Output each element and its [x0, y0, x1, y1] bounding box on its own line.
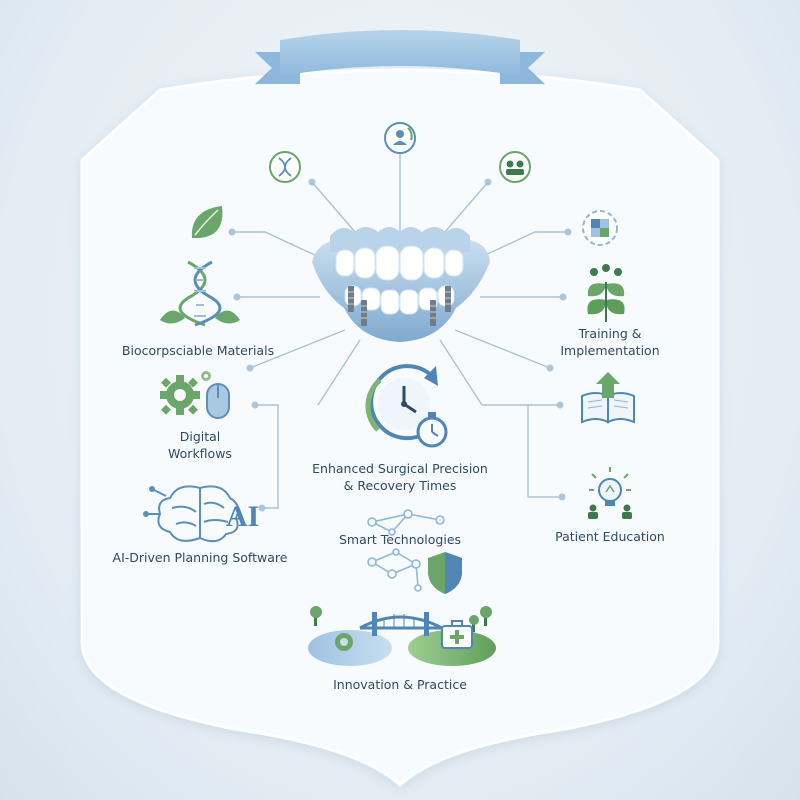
enhanced-line-2: & Recovery Times: [343, 478, 457, 493]
training-line-2: Implementation: [560, 343, 660, 358]
network-icon: [367, 509, 445, 592]
label-enhanced-precision: Enhanced Surgical Precision & Recovery T…: [310, 460, 490, 494]
mouse-icon: [206, 383, 230, 419]
training-line-1: Training &: [578, 326, 642, 341]
island-gear-icon: [335, 633, 353, 651]
ai-planning-text: AI-Driven Planning Software: [112, 550, 288, 565]
label-digital-workflows: Digital Workflows: [140, 428, 260, 462]
digital-line-2: Workflows: [168, 446, 232, 461]
patient-education-text: Patient Education: [555, 529, 665, 544]
leaf-icon: [191, 206, 223, 239]
team-badge-icon: [499, 151, 531, 183]
book-icon: [581, 372, 635, 424]
label-training-implementation: Training & Implementation: [545, 325, 675, 359]
user-refresh-icon: [384, 122, 416, 154]
lightbulb-icon: [588, 467, 632, 519]
clock-icon: [365, 364, 438, 441]
innovation-text: Innovation & Practice: [333, 677, 467, 692]
label-biocompatible-materials: Biocorpsciable Materials: [118, 342, 278, 359]
puzzle-gear-icon: [582, 210, 618, 246]
label-smart-technologies: Smart Technologies: [330, 531, 470, 548]
dna-icon: [160, 260, 240, 327]
dna-badge-icon: [269, 151, 301, 183]
shield-icon: [428, 552, 462, 594]
brain-icon: [143, 485, 239, 543]
medical-kit-icon: [441, 620, 473, 649]
label-ai-planning: AI-Driven Planning Software: [110, 549, 290, 566]
digital-line-1: Digital: [179, 429, 221, 444]
gear-icon: [160, 371, 211, 415]
smart-tech-text: Smart Technologies: [338, 532, 462, 547]
enhanced-line-1: Enhanced Surgical Precision: [312, 461, 488, 476]
label-innovation-practice: Innovation & Practice: [330, 676, 470, 693]
label-patient-education: Patient Education: [545, 528, 675, 545]
denture-implant-icon: [312, 227, 490, 342]
biocompatible-text: Biocorpsciable Materials: [121, 343, 275, 358]
ai-glyph: AI: [226, 500, 259, 533]
title-ribbon: [255, 30, 545, 84]
connectors: [232, 150, 568, 509]
plant-people-icon: [587, 264, 625, 322]
stopwatch-icon: [416, 412, 448, 448]
